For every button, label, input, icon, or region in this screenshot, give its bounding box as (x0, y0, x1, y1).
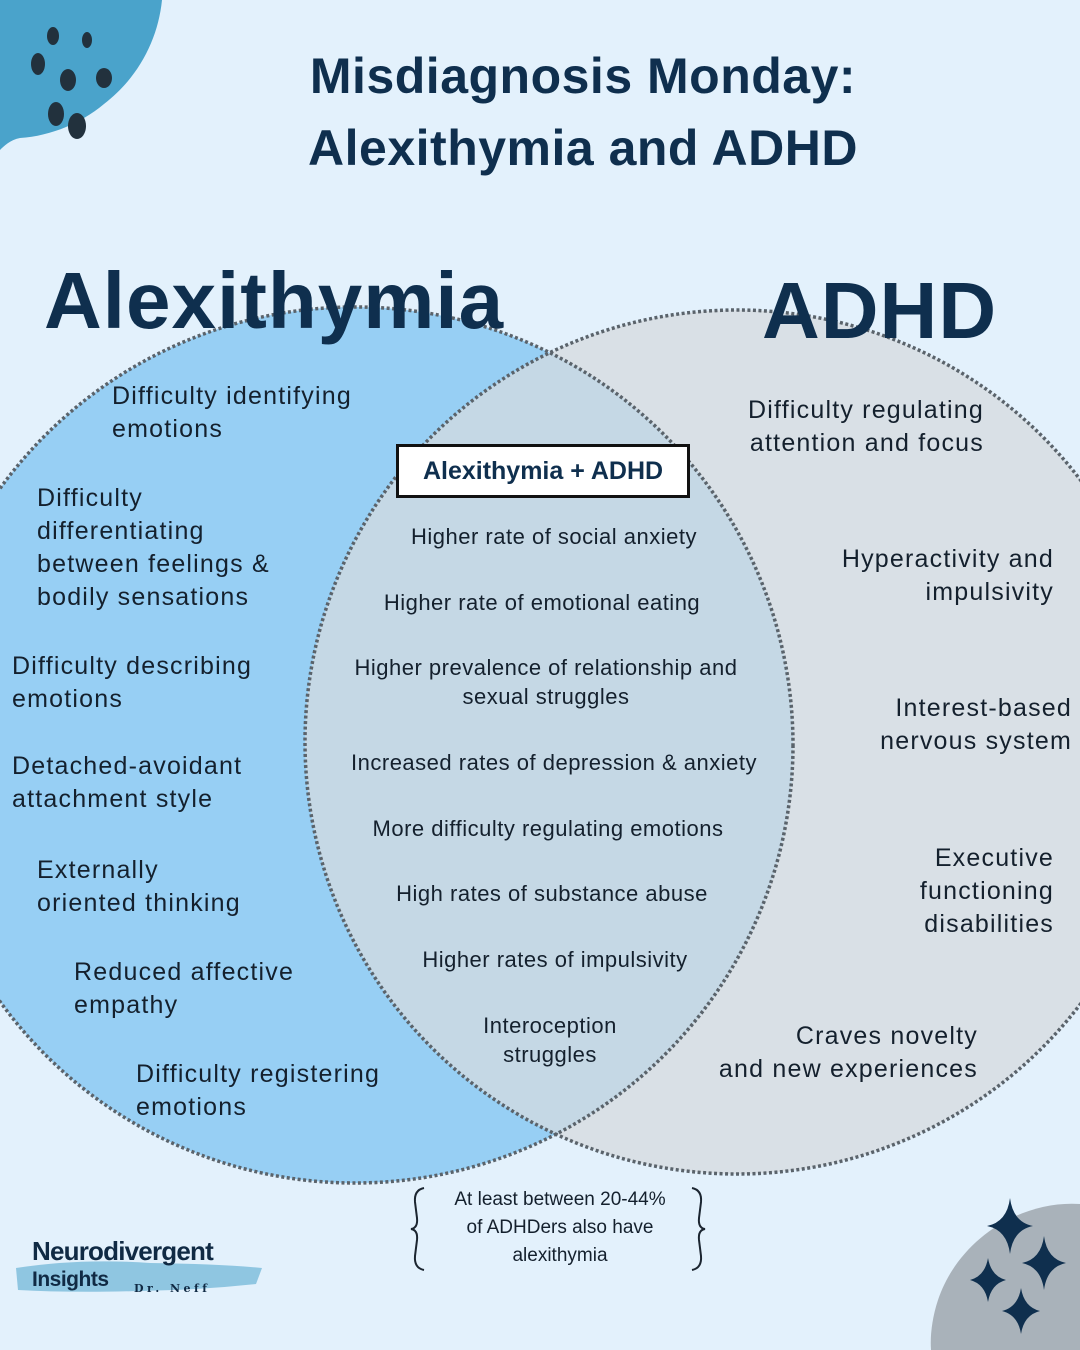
sparkle-stars-icon (970, 1198, 1066, 1334)
overlap-item: Increased rates of depression & anxiety (351, 750, 757, 775)
overlap-item: Higher rate of emotional eating (383, 590, 701, 615)
logo-byline: Dr. Neff (134, 1282, 211, 1295)
stat-note: At least between 20-44% of ADHDers also … (454, 1189, 666, 1266)
corner-blob-icon (930, 1203, 1080, 1350)
overlap-item: High rates of substance abuse (396, 881, 708, 906)
page-title-line-2: Alexithymia and ADHD (308, 120, 858, 176)
overlap-heading: Alexithymia + ADHD (396, 444, 690, 498)
overlap-item: Higher rates of impulsivity (422, 947, 688, 972)
overlap-item: More difficulty regulating emotions (372, 816, 724, 841)
footprints-icon (31, 27, 112, 139)
logo-wordmark-line-2: Insights (32, 1268, 109, 1291)
adhd-label: ADHD (762, 266, 998, 355)
page-title-line-1: Misdiagnosis Monday: (309, 48, 857, 104)
overlap-region (305, 310, 793, 1174)
logo-wordmark-line-1: Neurodivergent (32, 1236, 214, 1266)
left-brace-icon (410, 1187, 425, 1271)
alexithymia-circle-outline (0, 305, 795, 1185)
alexithymia-label: Alexithymia (44, 256, 505, 345)
adhd-circle-outline (303, 308, 1080, 1176)
logo-brush-stroke (16, 1261, 262, 1292)
right-brace-icon (691, 1187, 706, 1271)
paint-splash-icon (0, 0, 162, 150)
overlap-item: Higher rate of social anxiety (411, 524, 697, 549)
